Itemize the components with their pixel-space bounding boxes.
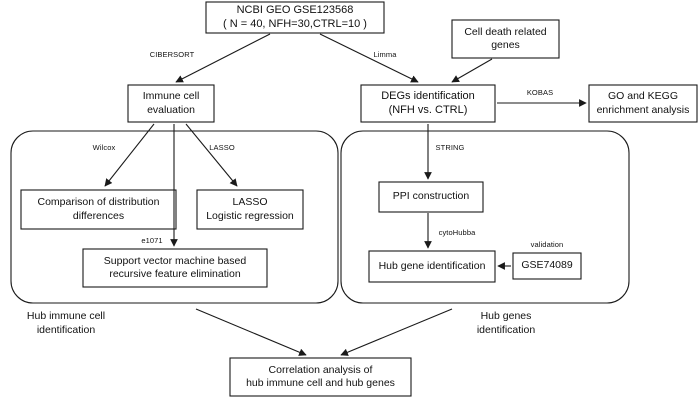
edge-hub-genes-to-correlation [340,308,453,356]
hub-gene-line-1: Hub gene identification [378,259,486,272]
edge-cell-death-to-degs [451,58,493,83]
node-ppi-construction-label: PPI construction [379,182,483,212]
edge-label-cytohubba: cytoHubba [438,228,476,237]
node-cell-death-genes-label: Cell death related genes [452,20,559,58]
edge-hub-immune-to-correlation [195,308,307,356]
edge-label-kobas: KOBAS [526,88,554,97]
edge-label-lasso: LASSO [209,143,235,152]
node-lasso-regression-label: LASSO Logistic regression [197,190,303,229]
edge-label-validation: validation [530,240,564,249]
group-hub-genes [340,130,630,304]
degs-line-1: DEGs identification [381,89,475,102]
node-validation-dataset-box[interactable] [512,252,582,280]
cell-death-line-2: genes [491,39,520,51]
svm-rfe-line-2: recursive feature elimination [109,268,241,280]
caption-hub-genes: Hub genes identification [476,310,536,336]
edge-label-string: STRING [435,143,465,152]
edge-immune-to-distribution [104,123,155,187]
edge-label-limma: Limma [373,50,397,59]
distribution-line-1: Comparison of distribution [37,196,160,209]
node-hub-gene-identification-label: Hub gene identification [369,251,495,282]
node-hub-gene-identification-box[interactable] [368,250,496,283]
node-degs-identification-label: DEGs identification (NFH vs. CTRL) [361,85,495,122]
degs-line-2: (NFH vs. CTRL) [388,103,468,116]
node-svm-rfe-label: Support vector machine based recursive f… [83,249,267,287]
node-correlation-analysis-label: Correlation analysis of hub immune cell … [230,358,411,396]
svm-rfe-line-1: Support vector machine based [103,254,247,267]
caption-hub-immune-cell: Hub immune cell identification [26,310,106,336]
node-validation-dataset-label: GSE74089 [513,253,581,279]
node-svm-rfe-box[interactable] [82,248,268,288]
node-immune-cell-evaluation-box[interactable] [127,84,215,123]
immune-cell-line-2: evaluation [147,103,195,116]
node-go-kegg-box[interactable] [588,84,698,123]
edge-label-e1071: e1071 [141,236,163,245]
node-cell-death-genes-box[interactable] [451,19,560,59]
node-dataset-label: NCBI GEO GSE123568 ( N = 40, NFH=30,CTRL… [206,2,384,33]
ppi-line-1: PPI construction [392,190,470,203]
node-immune-cell-evaluation-label: Immune cell evaluation [128,85,214,122]
node-dataset-box[interactable] [205,1,385,34]
cell-death-line-1: Cell death related [464,25,547,38]
edge-dataset-to-immune-cell [175,33,271,83]
go-kegg-line-2: enrichment analysis [596,103,690,116]
correlation-line-1: Correlation analysis of [268,363,373,376]
node-degs-identification-box[interactable] [360,84,496,123]
distribution-line-2: differences [72,209,125,222]
node-distribution-comparison-box[interactable] [20,189,177,230]
dataset-line-1: NCBI GEO GSE123568 [236,3,354,16]
edge-dataset-to-degs [319,33,419,83]
node-ppi-construction-box[interactable] [378,181,484,213]
node-lasso-regression-box[interactable] [196,189,304,230]
node-distribution-comparison-label: Comparison of distribution differences [21,190,176,229]
edge-label-wilcox: Wilcox [92,143,116,152]
node-correlation-analysis-box[interactable] [229,357,412,397]
validation-dataset-line-1: GSE74089 [521,259,573,272]
lasso-line-2: Logistic regression [206,209,294,222]
go-kegg-line-1: GO and KEGG [607,90,679,103]
lasso-line-1: LASSO [232,196,268,209]
edge-label-cibersort: CIBERSORT [149,50,195,59]
edge-immune-to-lasso [185,123,238,187]
correlation-line-2: hub immune cell and hub genes [246,377,395,389]
node-go-kegg-label: GO and KEGG enrichment analysis [589,85,697,122]
immune-cell-line-1: Immune cell [142,90,200,103]
dataset-line-2: ( N = 40, NFH=30,CTRL=10 ) [223,17,367,30]
